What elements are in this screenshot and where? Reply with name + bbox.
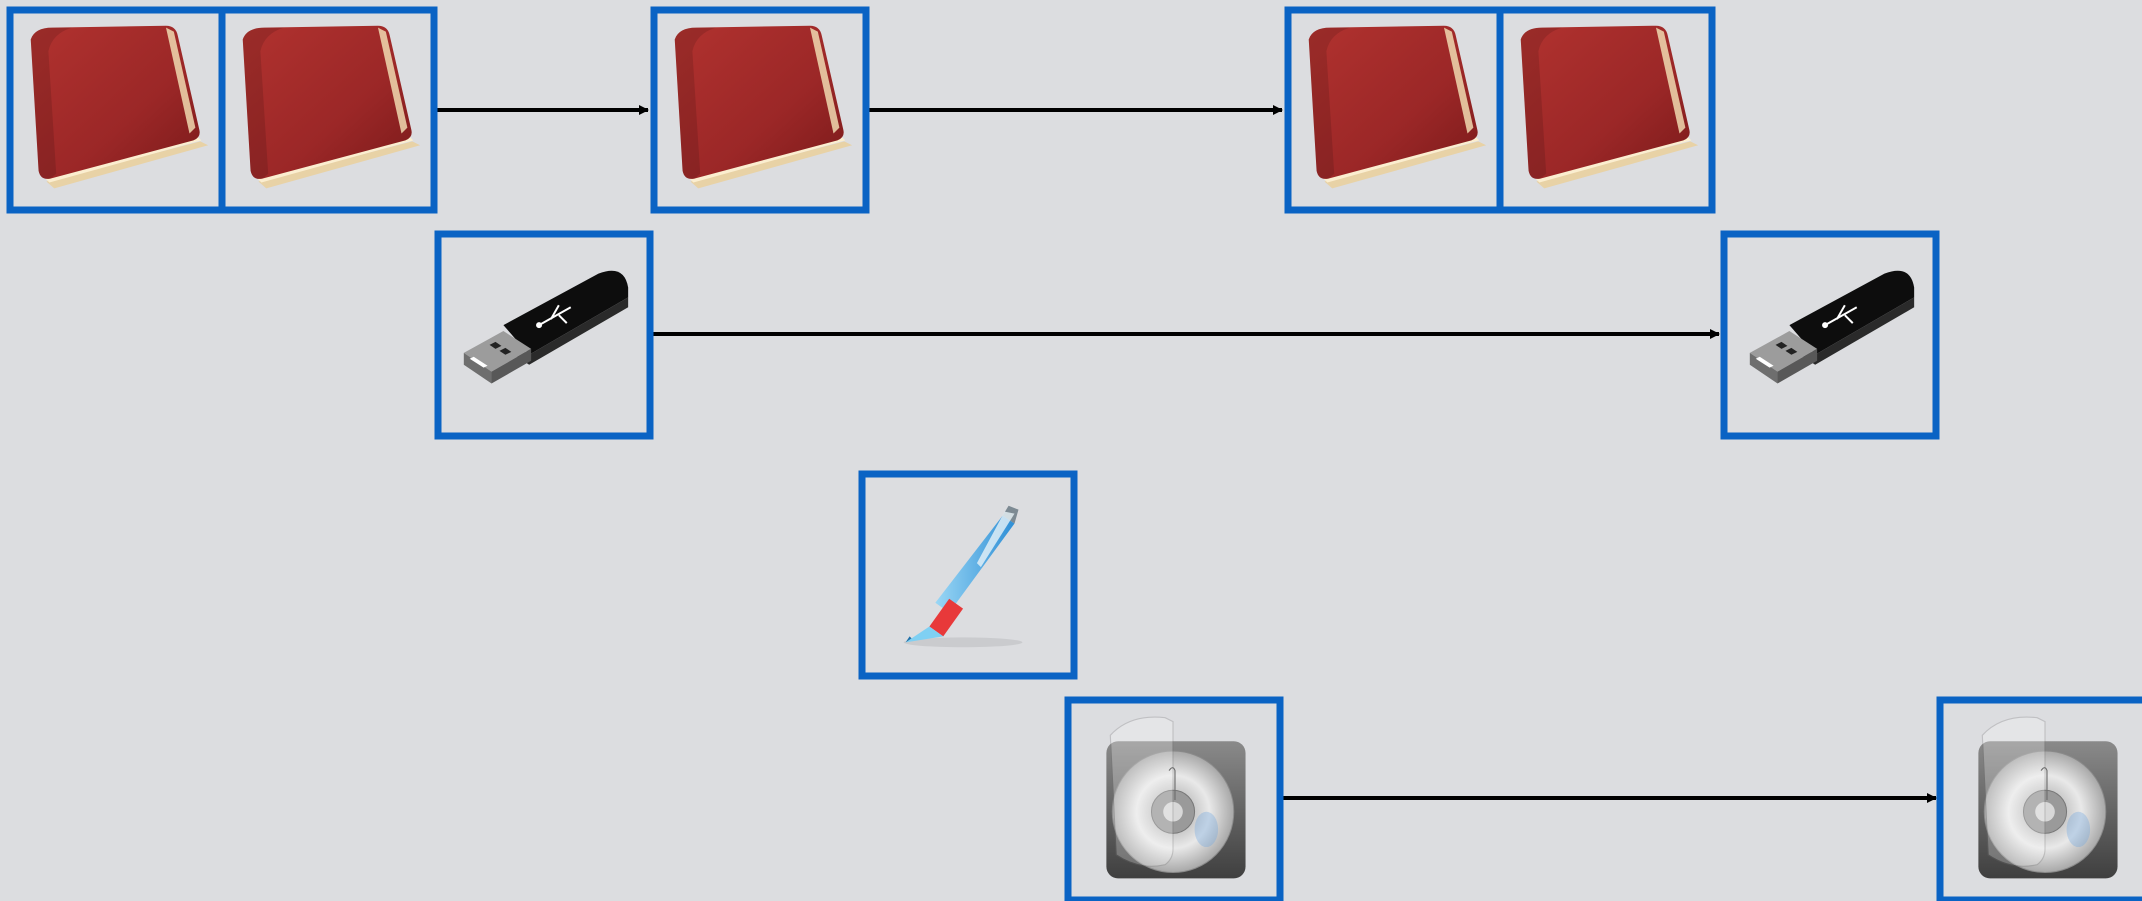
book-icon	[30, 25, 209, 189]
item-box	[1064, 696, 1284, 901]
pen-row	[858, 470, 1078, 680]
book-stage-2	[650, 6, 870, 214]
book-stage-1	[6, 6, 438, 214]
book-icon	[674, 25, 853, 189]
connectors	[436, 105, 1937, 803]
disc-stage-1	[1064, 696, 1284, 901]
item-box	[1936, 696, 2142, 901]
item-box	[650, 6, 870, 214]
book-icon	[1520, 25, 1699, 189]
disc-row	[1064, 696, 2142, 901]
disc-stage-2	[1936, 696, 2142, 901]
item-box	[1496, 6, 1716, 214]
usb-drive-icon	[462, 269, 630, 385]
usb-row	[434, 230, 1940, 440]
book-stage-3	[1284, 6, 1716, 214]
book-icon	[1308, 25, 1487, 189]
usb-drive-icon	[1748, 269, 1916, 385]
item-box	[434, 230, 654, 440]
item-box	[1720, 230, 1940, 440]
book-icon	[242, 25, 421, 189]
item-boxes	[6, 6, 2142, 901]
disc-drive-icon	[1105, 716, 1247, 879]
item-box	[218, 6, 438, 214]
usb-stage-2	[1720, 230, 1940, 440]
book-row	[6, 6, 1716, 214]
disc-drive-icon	[1977, 716, 2119, 879]
pen-icon	[903, 505, 1023, 648]
usb-stage-1	[434, 230, 654, 440]
pen-stage-1	[858, 470, 1078, 680]
item-box	[858, 470, 1078, 680]
